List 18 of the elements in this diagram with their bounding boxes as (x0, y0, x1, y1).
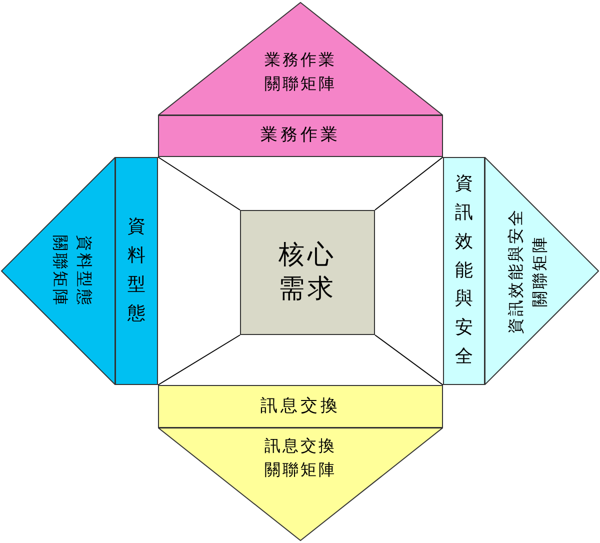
perspective-line (374, 334, 444, 386)
band-label: 資料型態 (128, 215, 146, 326)
band-label: 業務作業 (260, 124, 340, 148)
band-label: 訊息交換 (260, 394, 340, 418)
perspective-line (374, 156, 444, 210)
band-box (443, 157, 485, 385)
band-box (115, 157, 158, 385)
band-box (158, 115, 443, 157)
panel-title: 業務作業關聯矩陣 (264, 49, 338, 95)
band-label: 資訊效能與安全 (455, 172, 473, 369)
core-box (240, 210, 375, 335)
panel-title: 訊息交換關聯矩陣 (264, 435, 338, 481)
panel-title: 資料型態關聯矩陣 (50, 234, 95, 308)
panel-title: 資訊效能與安全關聯矩陣 (505, 207, 550, 335)
perspective-line (158, 156, 240, 210)
band-box (158, 385, 443, 428)
perspective-line (158, 334, 240, 386)
core-label: 核心需求 (277, 238, 338, 306)
